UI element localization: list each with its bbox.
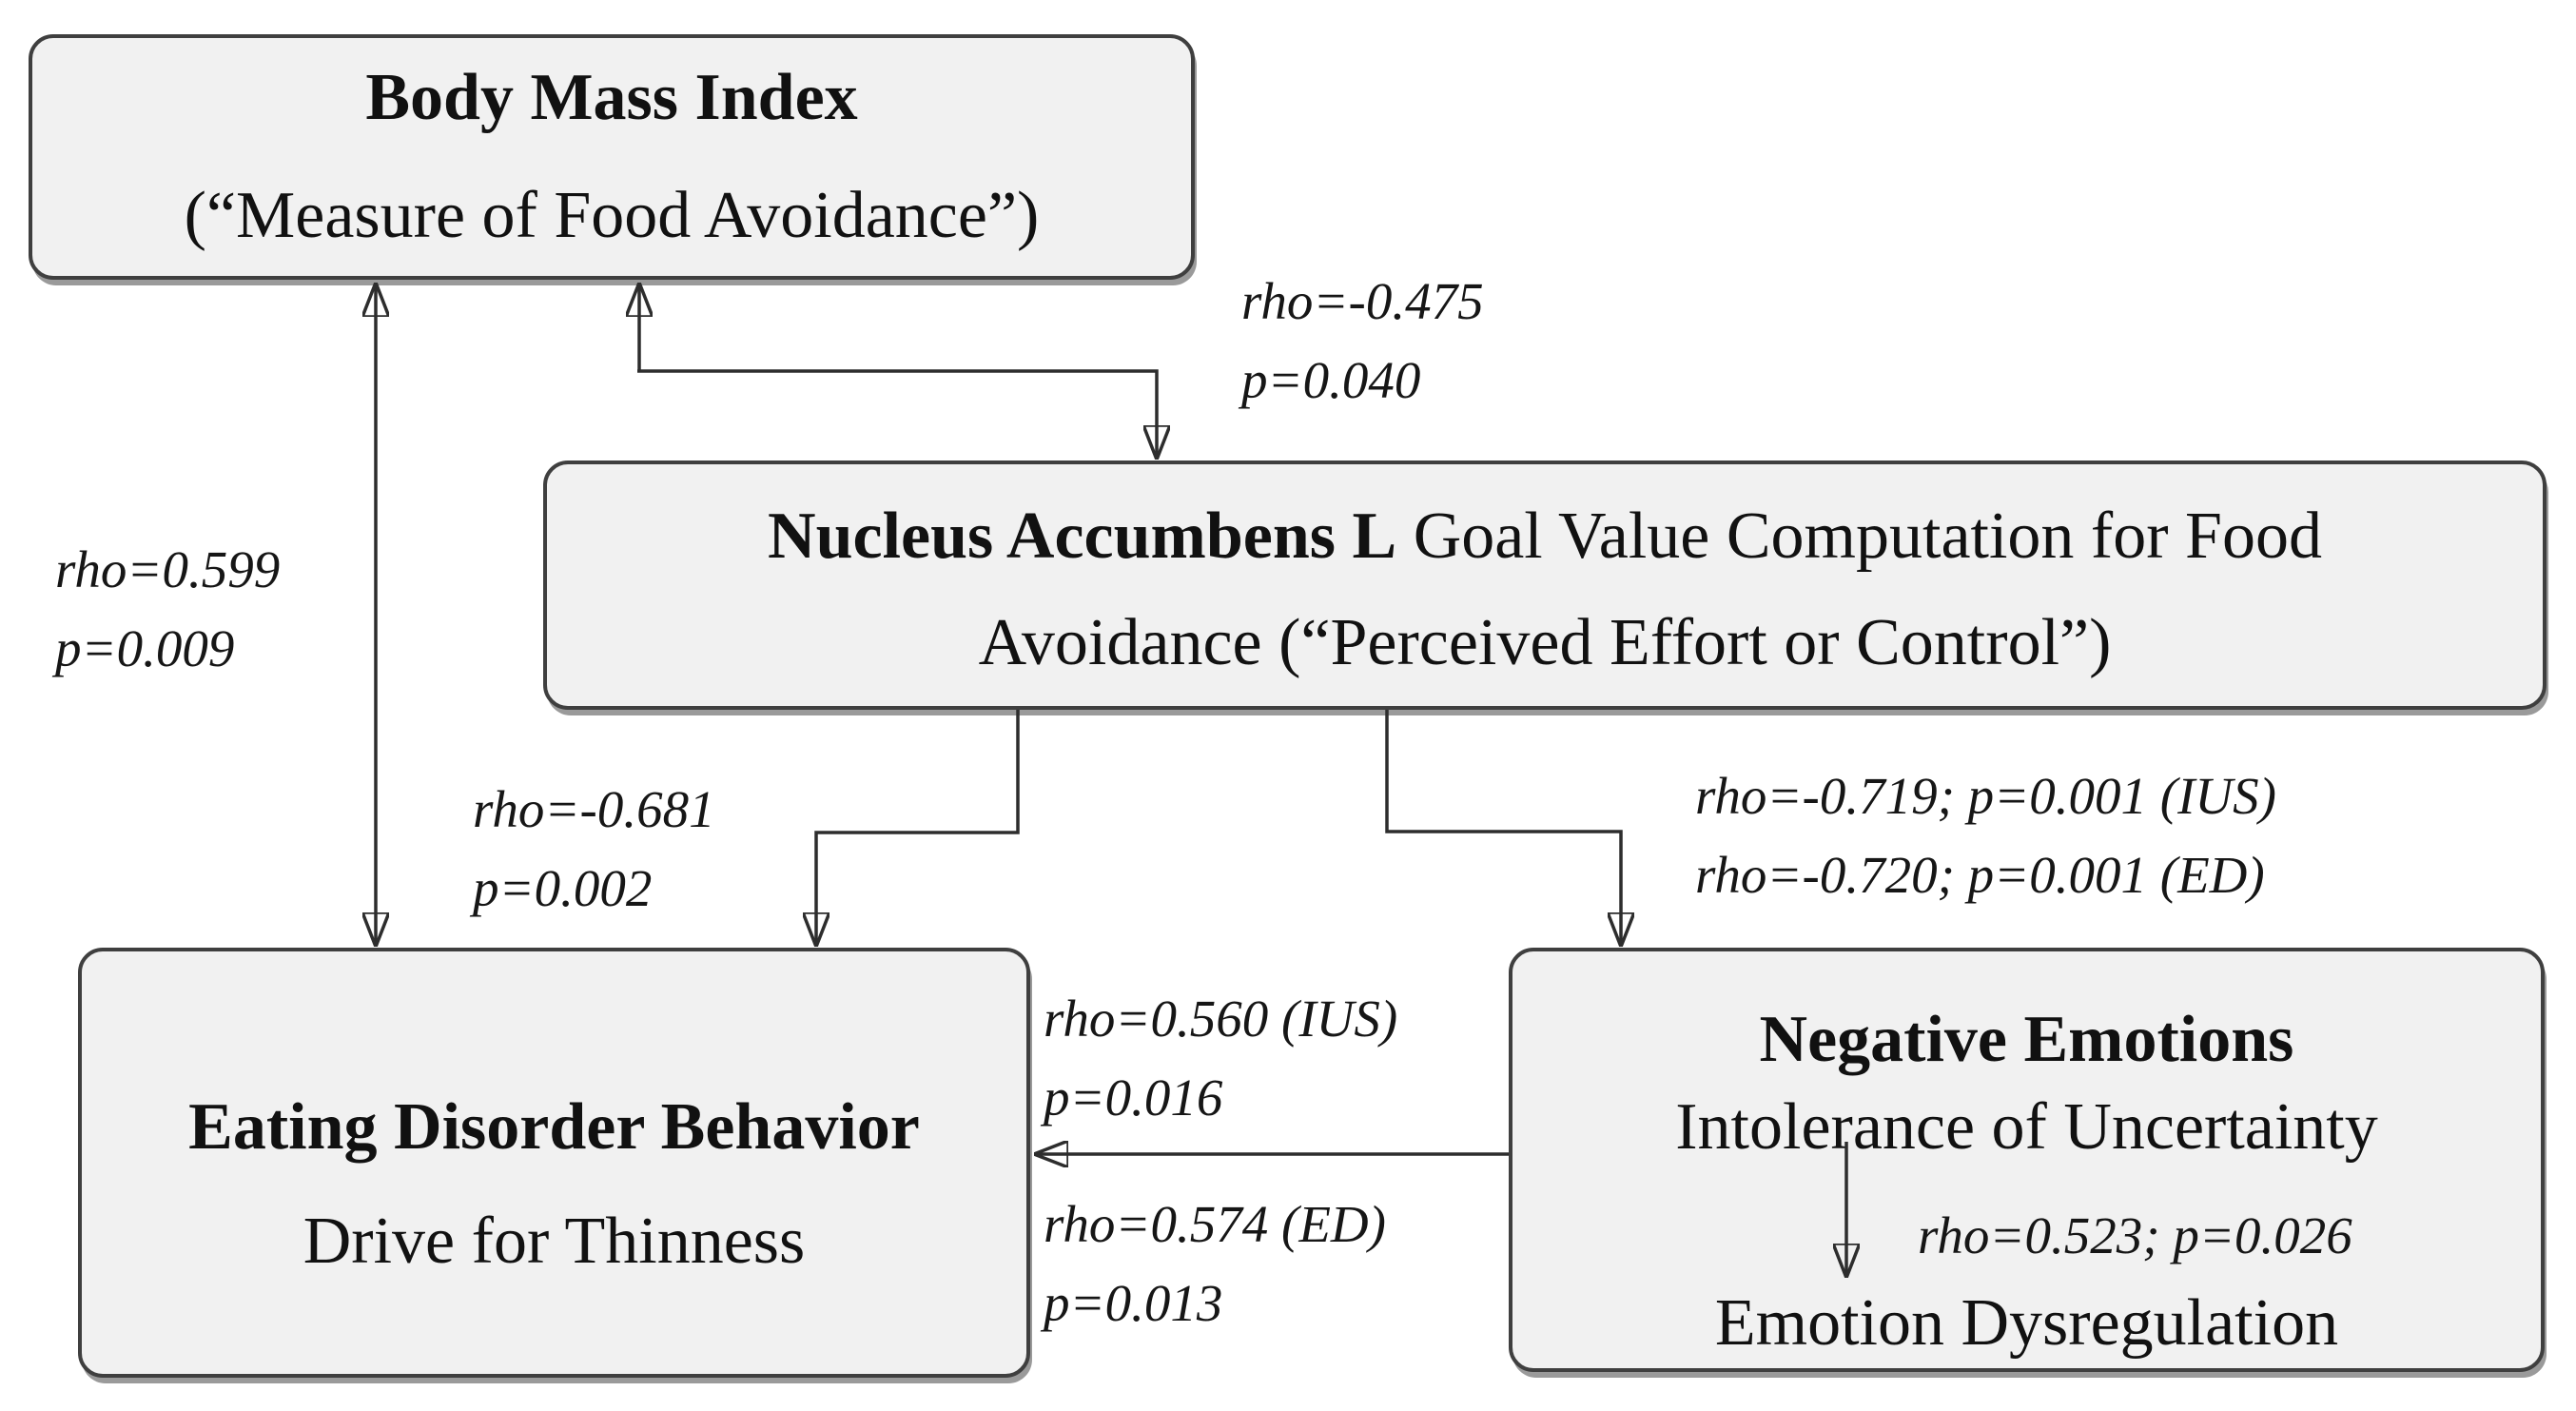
arrow-bmi-nacc-down [637, 369, 1157, 457]
ne-emotion-dysregulation: Emotion Dysregulation [1714, 1286, 2339, 1360]
label-rho-bmi-ed: rho=0.599 p=0.009 [55, 540, 281, 677]
label-rho-nacc-ed: rho=-0.681 p=0.002 [473, 780, 715, 917]
label-rho-ne-ed-ed: rho=0.574 (ED) p=0.013 [1044, 1195, 1386, 1332]
nacc-line1: Nucleus Accumbens L Goal Value Computati… [768, 503, 2322, 570]
arrow-nacc-ne [1385, 710, 1621, 944]
nacc-line2: Avoidance (“Perceived Effort or Control”… [978, 606, 2112, 679]
ed-title: Eating Disorder Behavior [188, 1090, 920, 1164]
node-eating-disorder-behavior: Eating Disorder Behavior Drive for Thinn… [78, 948, 1030, 1378]
node-body-mass-index: Body Mass Index (“Measure of Food Avoida… [29, 34, 1195, 280]
bmi-subtitle: (“Measure of Food Avoidance”) [184, 179, 1040, 252]
ed-subtitle: Drive for Thinness [302, 1205, 806, 1278]
label-rho-bmi-nacc: rho=-0.475 p=0.040 [1241, 272, 1484, 409]
arrow-nacc-ed [816, 710, 1020, 944]
nacc-bold-text: Nucleus Accumbens L [768, 500, 1397, 573]
nacc-line1-rest: Goal Value Computation for Food [1396, 500, 2322, 573]
node-negative-emotions: Negative Emotions Intolerance of Uncerta… [1509, 948, 2545, 1372]
label-rho-nacc-ne: rho=-0.719; p=0.001 (IUS) rho=-0.720; p=… [1695, 767, 2276, 904]
ne-intolerance-of-uncertainty: Intolerance of Uncertainty [1675, 1090, 2378, 1164]
bmi-title: Body Mass Index [365, 61, 858, 134]
label-rho-ne-ed-ius: rho=0.560 (IUS) p=0.016 [1044, 990, 1398, 1127]
label-rho-iu-edys: rho=0.523; p=0.026 [1918, 1206, 2352, 1264]
node-nucleus-accumbens: Nucleus Accumbens L Goal Value Computati… [543, 461, 2547, 710]
ne-title: Negative Emotions [1759, 1003, 2294, 1076]
